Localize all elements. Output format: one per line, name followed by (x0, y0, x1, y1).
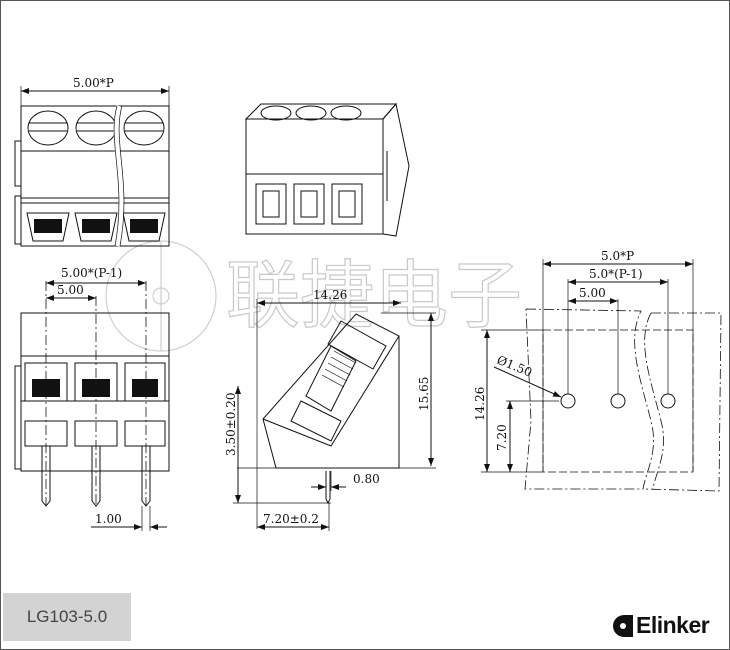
dim-pcb-pitch: 5.00 (579, 286, 606, 300)
watermark-text: 联捷电子 (226, 253, 522, 339)
dim-pcb-span: 5.0*(P-1) (589, 267, 643, 281)
watermark: 联捷电子 (105, 240, 523, 352)
brand-logo: Elinker (613, 612, 710, 639)
dim-pcb-total: 5.0*P (601, 249, 634, 263)
dim-pin-offset: 7.20±0.2 (263, 512, 319, 526)
isometric-view (244, 102, 410, 237)
dim-pcb-row: 7.20 (495, 424, 509, 451)
dim-pin-width: 1.00 (95, 512, 122, 526)
model-number: LG103-5.0 (26, 607, 108, 626)
dim-width: 14.26 (313, 288, 347, 302)
brand-logo-icon (613, 614, 633, 637)
dim-pin-thickness: 0.80 (353, 472, 380, 486)
front-view: 5.00*P (14, 76, 170, 247)
side-section-view: 14.26 15.65 3.50±0.20 0.80 7.20±0.2 (224, 288, 436, 531)
brand-name: Elinker (636, 612, 710, 638)
dim-pitch-span: 5.00*(P-1) (61, 266, 122, 280)
dim-pin-length: 3.50±0.20 (224, 393, 238, 457)
dim-pitch-total: 5.00*P (73, 76, 114, 90)
pin-view: 5.00*(P-1) 5.00 1.00 (14, 266, 170, 531)
dim-pitch: 5.00 (57, 283, 84, 297)
model-label: LG103-5.0 (3, 593, 131, 641)
dim-height: 15.65 (417, 377, 431, 411)
dim-pcb-depth: 14.26 (473, 387, 487, 421)
